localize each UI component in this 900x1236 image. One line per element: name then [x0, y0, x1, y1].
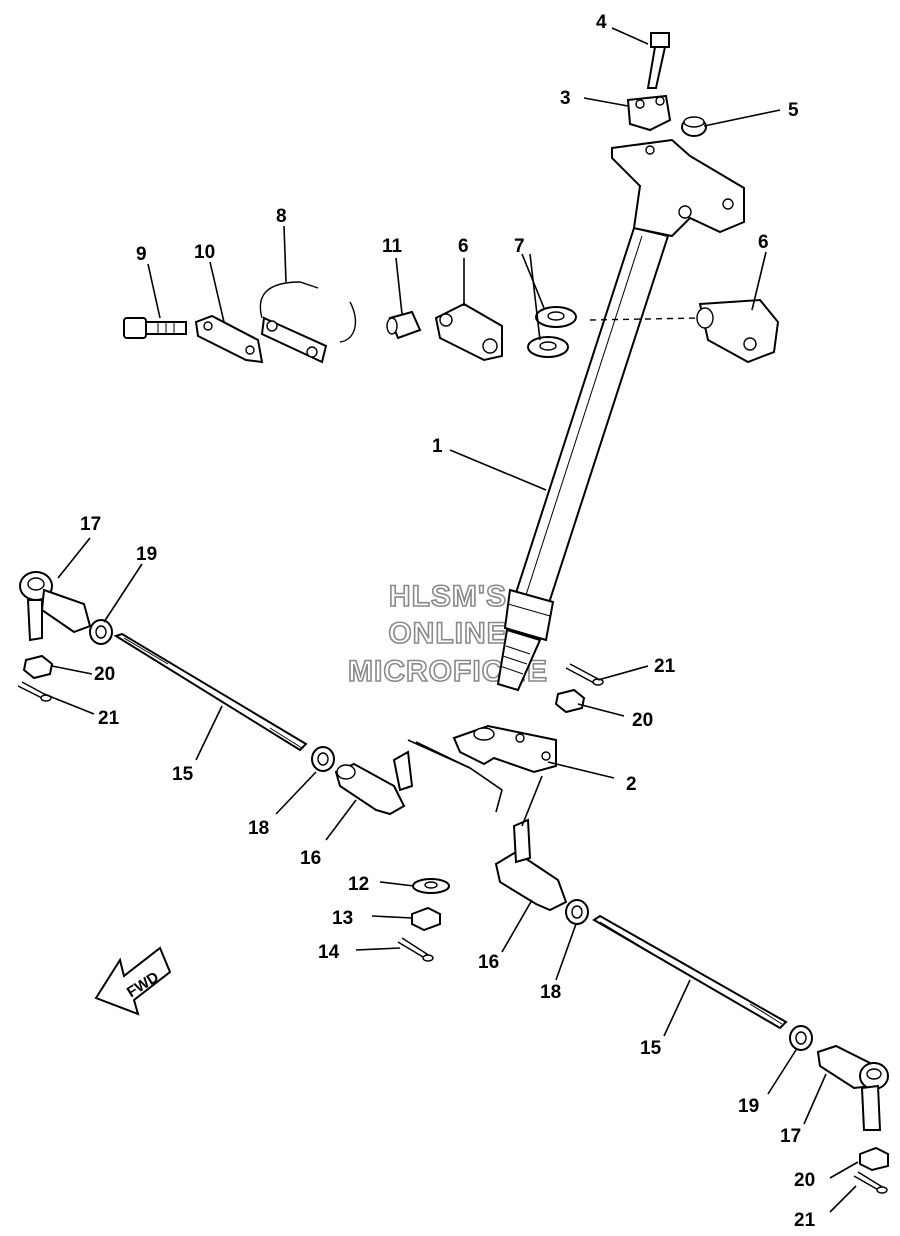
- guide-line-right-tierod: [521, 775, 543, 827]
- callout-17-right: 17: [780, 1126, 801, 1147]
- castle-nut-left: [22, 654, 54, 680]
- callout-6-left: 6: [458, 236, 469, 257]
- bushing: [386, 310, 422, 340]
- washer-12: [412, 878, 450, 894]
- callout-16-right: 16: [478, 952, 499, 973]
- spring-clip: [259, 281, 357, 364]
- callout-8: 8: [276, 206, 287, 227]
- leader-lines: [43, 27, 859, 1213]
- callout-19-right: 19: [738, 1096, 759, 1117]
- callout-18-right: 18: [540, 982, 561, 1003]
- top-bolt: [646, 32, 670, 89]
- callout-21-left: 21: [98, 708, 120, 729]
- tie-rod-end-right-inner: [494, 818, 568, 912]
- nut-right-inner: [565, 899, 589, 925]
- nut-right-outer: [789, 1025, 813, 1051]
- nut-13: [411, 906, 441, 932]
- callout-17-left: 17: [80, 514, 101, 535]
- collar-right: [696, 298, 780, 364]
- side-bolt: [123, 317, 187, 339]
- callout-20-left: 20: [94, 664, 115, 685]
- callout-16-left: 16: [300, 848, 321, 869]
- callout-10: 10: [194, 242, 215, 263]
- nut-left-outer: [89, 619, 113, 645]
- castle-nut-upper: [554, 688, 586, 714]
- callout-15-left: 15: [172, 764, 194, 785]
- callout-18-left: 18: [248, 818, 269, 839]
- castle-nut-right: [859, 1146, 889, 1172]
- callout-15-right: 15: [640, 1038, 662, 1059]
- washers: [527, 306, 577, 358]
- tie-rod-right: [592, 914, 788, 1030]
- pitman-arm: [452, 724, 557, 774]
- callout-1: 1: [432, 436, 443, 457]
- tie-rod-left: [113, 632, 308, 752]
- callout-19-left: 19: [136, 544, 157, 565]
- callout-labels: 4 3 5 6 7 6 11 8 10 9 1 2 21 20 17 19 20…: [80, 12, 816, 1231]
- guide-line-left-tierod: [407, 739, 471, 769]
- tie-rod-end-left-inner: [334, 750, 414, 816]
- callout-21-center: 21: [654, 656, 676, 677]
- lock-plate: [194, 314, 264, 364]
- callout-20-center: 20: [632, 710, 653, 731]
- callout-20-right: 20: [794, 1170, 815, 1191]
- callout-11: 11: [382, 236, 403, 257]
- cotter-pin-upper: [565, 663, 604, 686]
- watermark-line-2: ONLINE: [388, 617, 507, 650]
- top-clamp: [626, 94, 672, 132]
- callout-4: 4: [596, 12, 607, 33]
- callout-5: 5: [788, 100, 799, 121]
- fwd-arrow: FWD: [94, 946, 172, 1016]
- callout-13: 13: [332, 908, 353, 929]
- callout-6-right: 6: [758, 232, 769, 253]
- callout-21-right: 21: [794, 1210, 816, 1231]
- tie-rod-end-left-outer: [19, 571, 92, 642]
- callout-9: 9: [136, 244, 147, 265]
- dashed-guide-collar: [589, 317, 701, 321]
- callout-3: 3: [560, 88, 571, 109]
- cotter-pin-14: [397, 937, 434, 962]
- top-nut: [681, 116, 707, 137]
- tie-rod-end-right-outer: [816, 1044, 889, 1131]
- callout-2: 2: [626, 774, 637, 795]
- callout-7: 7: [514, 236, 525, 257]
- steering-column-shaft: [496, 138, 745, 692]
- nut-left-inner: [311, 746, 335, 772]
- watermark-line-1: HLSM'S: [389, 580, 507, 613]
- collar-left: [434, 302, 503, 362]
- cotter-pin-left: [17, 681, 52, 702]
- callout-14: 14: [318, 942, 340, 963]
- cotter-pin-right: [853, 1171, 888, 1194]
- callout-12: 12: [348, 874, 369, 895]
